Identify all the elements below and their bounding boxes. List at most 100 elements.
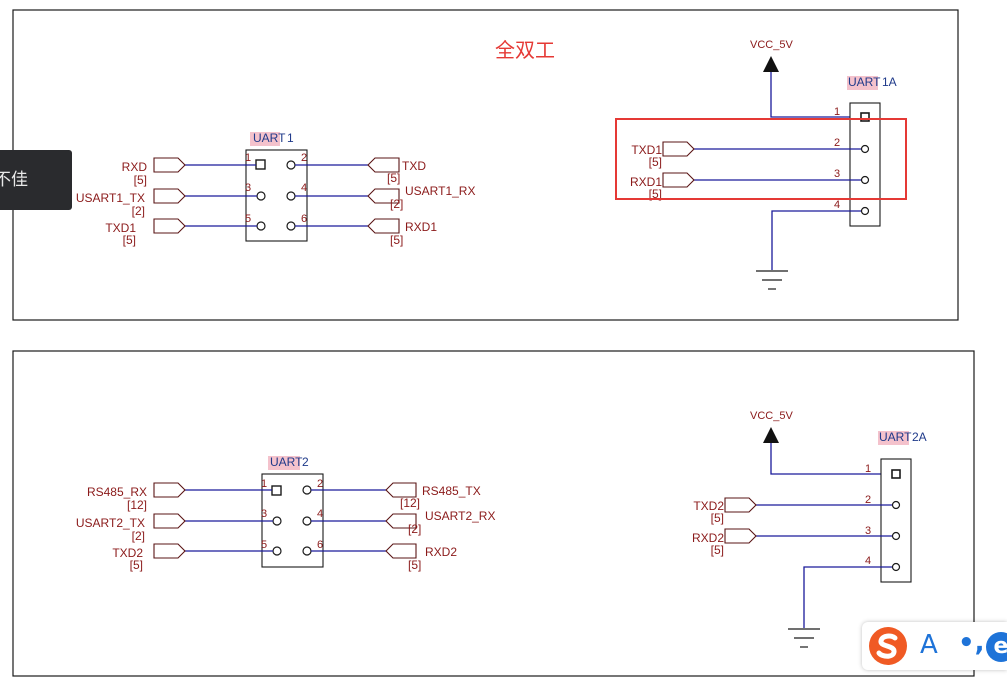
port-label-txd: TXD bbox=[402, 159, 426, 173]
port-ref-rxd: [5] bbox=[134, 173, 147, 187]
uart1-ref-prefix: UART bbox=[253, 131, 286, 145]
port-ref-rs485-rx: [12] bbox=[127, 498, 147, 512]
port-label-txd2-left: TXD2 bbox=[112, 546, 143, 560]
vcc-label-top: VCC_5V bbox=[750, 39, 793, 51]
port-ref-txd: [5] bbox=[387, 171, 400, 185]
port-label-usart1-tx: USART1_TX bbox=[76, 191, 145, 205]
uart2-ref-number: 2 bbox=[302, 455, 309, 469]
port-ref-rs485-tx: [12] bbox=[400, 496, 420, 510]
uart1-pin-label-4: 4 bbox=[301, 182, 307, 194]
port-label-rs485-tx: RS485_TX bbox=[422, 484, 481, 498]
net-vcc-bottom bbox=[770, 443, 892, 475]
uart2a-pin4-circle bbox=[891, 562, 901, 572]
uart2a-pin-label-1: 1 bbox=[865, 463, 871, 475]
uart1-header[interactable]: UART 1 1 3 5 2 4 6 bbox=[245, 131, 308, 242]
uart1a-pin-label-1: 1 bbox=[834, 106, 840, 118]
tooltip-popup: 不佳 bbox=[0, 150, 72, 210]
uart2a-pin-label-3: 3 bbox=[865, 525, 871, 537]
uart1-pin-label-5: 5 bbox=[245, 213, 251, 225]
uart2-pin-label-1: 1 bbox=[261, 478, 267, 490]
uart2a-body[interactable] bbox=[880, 458, 912, 583]
uart1a-pin4-circle bbox=[860, 206, 870, 216]
port-ref-usart1-rx: [2] bbox=[390, 197, 403, 211]
port-label-usart2-rx: USART2_RX bbox=[425, 509, 495, 523]
port-rxd2-conn[interactable] bbox=[724, 528, 757, 544]
uart1-ref-number: 1 bbox=[287, 131, 294, 145]
port-ref-usart1-tx: [2] bbox=[132, 204, 145, 218]
net-gnd-top bbox=[771, 210, 861, 270]
port-usart1-rx[interactable] bbox=[367, 188, 400, 204]
port-label-txd2-conn: TXD2 bbox=[693, 499, 724, 513]
uart1a-pin1-square bbox=[860, 112, 870, 122]
tooltip-text: 不佳 bbox=[0, 170, 28, 190]
uart1a-pin3-circle bbox=[860, 175, 870, 185]
port-txd2-conn[interactable] bbox=[724, 497, 757, 513]
port-rs485-rx[interactable] bbox=[153, 482, 186, 498]
port-ref-rxd1-conn: [5] bbox=[649, 187, 662, 201]
uart2-header[interactable]: UART 2 1 3 5 2 4 6 bbox=[261, 455, 324, 568]
uart1-ref-highlight bbox=[250, 132, 280, 146]
port-label-txd1-conn: TXD1 bbox=[631, 143, 662, 157]
port-label-txd1-left: TXD1 bbox=[105, 221, 136, 235]
port-label-usart1-rx: USART1_RX bbox=[405, 184, 475, 198]
uart2-ref-highlight bbox=[268, 456, 300, 470]
sogou-logo-icon[interactable] bbox=[868, 626, 908, 666]
port-rs485-tx[interactable] bbox=[385, 482, 417, 498]
uart1a-pin-label-3: 3 bbox=[834, 168, 840, 180]
port-ref-txd2-conn: [5] bbox=[711, 511, 724, 525]
title-full-duplex: 全双工 bbox=[495, 38, 555, 62]
uart2a-pin-label-2: 2 bbox=[865, 494, 871, 506]
port-usart2-rx[interactable] bbox=[385, 513, 417, 529]
uart1a-body[interactable] bbox=[849, 102, 881, 227]
port-ref-rxd1-right: [5] bbox=[390, 233, 403, 247]
uart1-pin-label-6: 6 bbox=[301, 213, 307, 225]
uart2a-pin2-circle bbox=[891, 500, 901, 510]
port-label-usart2-tx: USART2_TX bbox=[76, 516, 145, 530]
uart1a-ref-prefix: UART bbox=[848, 75, 881, 89]
port-txd1-left[interactable] bbox=[153, 218, 186, 234]
port-ref-txd1-left: [5] bbox=[123, 233, 136, 247]
port-label-rxd1-right: RXD1 bbox=[405, 220, 437, 234]
uart2-pin-label-3: 3 bbox=[261, 508, 267, 520]
port-txd2-left[interactable] bbox=[153, 543, 186, 559]
ground-icon-bottom bbox=[788, 628, 820, 648]
ime-toolbar[interactable]: A •, e bbox=[862, 622, 1007, 670]
uart2-ref-prefix: UART bbox=[270, 455, 303, 469]
port-ref-rxd2-right: [5] bbox=[408, 558, 421, 572]
ime-mode-a[interactable]: A bbox=[920, 630, 938, 660]
uart2a-ref-highlight bbox=[878, 431, 909, 445]
ground-icon-top bbox=[756, 270, 788, 290]
port-rxd1-conn[interactable] bbox=[662, 172, 695, 188]
port-rxd[interactable] bbox=[153, 157, 186, 173]
uart2-pin-label-4: 4 bbox=[317, 508, 323, 520]
net-vcc-top bbox=[770, 72, 862, 118]
port-label-rxd2-right: RXD2 bbox=[425, 545, 457, 559]
uart1a-pin2-circle bbox=[860, 144, 870, 154]
uart2-pin-label-5: 5 bbox=[261, 539, 267, 551]
port-txd1-conn[interactable] bbox=[662, 141, 695, 157]
port-rxd1-right[interactable] bbox=[367, 218, 400, 234]
port-ref-txd1-conn: [5] bbox=[649, 155, 662, 169]
port-rxd2-right[interactable] bbox=[385, 543, 417, 559]
ime-e-icon[interactable]: e bbox=[986, 632, 1007, 662]
uart2-pin-label-6: 6 bbox=[317, 539, 323, 551]
bottom-frame bbox=[12, 350, 975, 677]
vcc-label-bottom: VCC_5V bbox=[750, 410, 793, 422]
port-label-rxd2-conn: RXD2 bbox=[692, 531, 724, 545]
vcc-arrow-icon-bottom bbox=[763, 427, 779, 443]
port-usart1-tx[interactable] bbox=[153, 188, 186, 204]
uart2a-pin1-square bbox=[891, 469, 901, 479]
port-txd[interactable] bbox=[367, 157, 400, 173]
port-ref-usart2-tx: [2] bbox=[132, 529, 145, 543]
vcc-arrow-icon-top bbox=[763, 56, 779, 72]
ime-punctuation[interactable]: •, bbox=[958, 628, 985, 658]
uart1-pin-label-3: 3 bbox=[245, 182, 251, 194]
uart2a-ref-number: 2A bbox=[912, 430, 927, 444]
port-usart2-tx[interactable] bbox=[153, 513, 186, 529]
uart1-pin-label-2: 2 bbox=[301, 152, 307, 164]
uart1a-ref-number: 1A bbox=[882, 75, 897, 89]
port-ref-usart2-rx: [2] bbox=[408, 522, 421, 536]
uart1a-pin-label-4: 4 bbox=[834, 199, 840, 211]
port-label-rs485-rx: RS485_RX bbox=[87, 485, 147, 499]
